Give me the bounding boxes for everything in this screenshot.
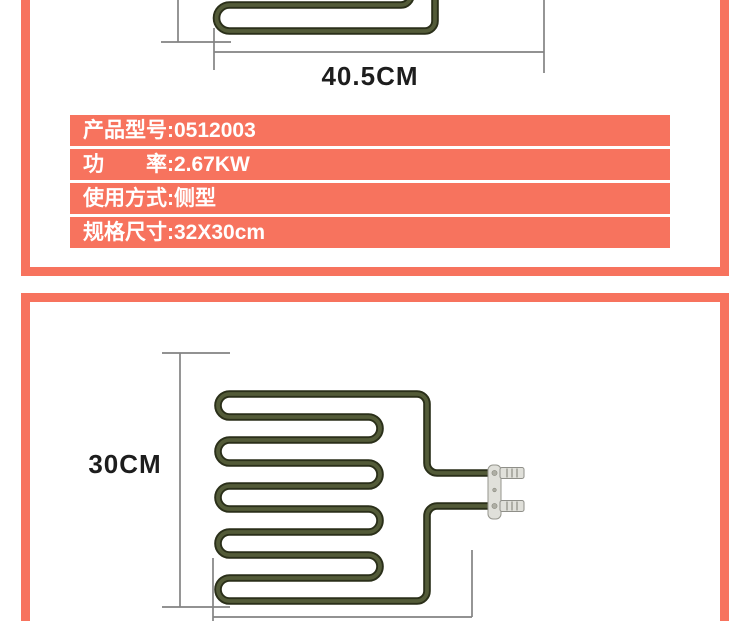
spec-row-size: 规格尺寸:32X30cm (70, 217, 670, 248)
terminal-assembly (487, 464, 525, 520)
spec-table: 产品型号:0512003 功 率:2.67KW 使用方式:侧型 规格尺寸:32X… (70, 115, 670, 251)
dimension-bracket-bottom (212, 550, 473, 621)
heating-element-bottom-diagram (162, 352, 525, 621)
spec-row-model: 产品型号:0512003 (70, 115, 670, 146)
heating-element-top-diagram (161, 0, 545, 73)
product-section-top: 40.5CM 产品型号:0512003 功 率:2.67KW 使用方式:侧型 规… (21, 0, 729, 276)
heating-tube-bottom (214, 390, 497, 605)
product-section-bottom: 30CM (21, 293, 729, 621)
dimension-lines-bottom (162, 352, 230, 608)
terminal-pin-upper (499, 467, 525, 479)
dimension-width-label: 40.5CM (321, 61, 419, 91)
heating-tube-top (212, 0, 439, 35)
spec-row-power: 功 率:2.67KW (70, 149, 670, 180)
dimension-lines-top (161, 0, 545, 73)
spec-row-usage: 使用方式:侧型 (70, 183, 670, 214)
dimension-height-label: 30CM (88, 449, 162, 479)
terminal-pin-lower (499, 500, 525, 512)
